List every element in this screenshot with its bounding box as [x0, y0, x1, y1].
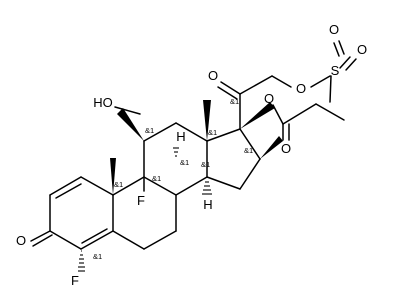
atom-hydrogen-8: H	[176, 129, 185, 144]
bonds	[30, 40, 357, 250]
stereo-labels: &1 &1 &1 &1 &1 &1 &1 &1 &1	[93, 97, 253, 261]
atom-fluorine-9: F	[137, 193, 145, 208]
atom-ketone-o: O	[16, 233, 26, 248]
atom-fluorine-6: F	[71, 273, 79, 288]
stereo-label: &1	[230, 97, 239, 106]
stereo-label: &1	[244, 146, 253, 155]
atom-oxygen-17: O	[264, 91, 274, 106]
stereo-label: &1	[152, 174, 161, 183]
wedge-bonds	[110, 100, 283, 195]
stereo-label: &1	[208, 128, 217, 137]
atom-ester-carbonyl-o: O	[281, 141, 291, 156]
stereo-label: &1	[180, 158, 189, 167]
stereo-label: &1	[93, 252, 102, 261]
atom-oxygen-21: O	[296, 81, 306, 96]
atom-hydroxyl-11: HO	[93, 95, 113, 110]
stereo-label: &1	[145, 126, 154, 135]
atom-sulfonyl-oxygen-2: O	[329, 22, 339, 37]
atom-sulfur: S	[331, 63, 340, 78]
atom-sulfonyl-oxygen-1: O	[357, 42, 367, 57]
atom-hydrogen-14: H	[203, 197, 212, 212]
atom-labels: O F F HO H H O O S O O O O	[14, 22, 367, 288]
stereo-label: &1	[114, 180, 123, 189]
hash-bonds	[78, 147, 212, 272]
atom-oxygen-20: O	[208, 68, 218, 83]
stereo-label: &1	[201, 160, 210, 169]
